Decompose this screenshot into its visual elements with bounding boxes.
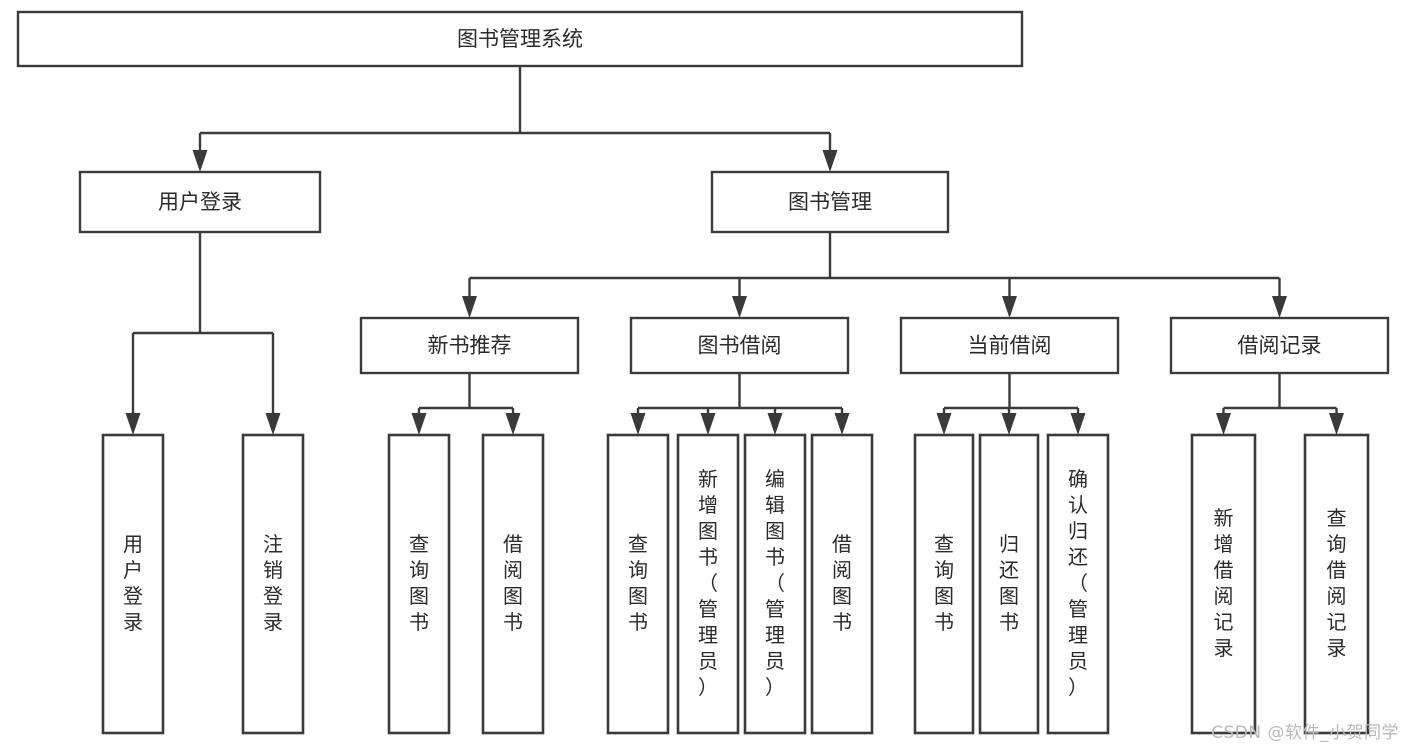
node-box-leaf-query-book-rec[interactable]	[387, 433, 451, 735]
connector-group-book-borrow	[630, 373, 850, 435]
connector-group-new-book-recommend	[411, 373, 521, 435]
arrow-head-icon	[1216, 413, 1231, 435]
node-box-leaf-query-book-borrow[interactable]	[606, 433, 670, 735]
arrow-head-icon	[1070, 413, 1086, 435]
node-box-leaf-query-book-current[interactable]	[913, 433, 975, 735]
arrow-head-icon	[125, 413, 141, 435]
node-label-leaf-query-book-borrow: 查询图书	[628, 532, 648, 634]
node-box-new-book-recommend[interactable]	[359, 316, 580, 375]
arrow-head-icon	[732, 296, 747, 318]
node-label-new-book-recommend: 新书推荐	[428, 334, 512, 358]
node-box-user-login[interactable]	[78, 170, 322, 234]
node-leaf-confirm-return[interactable]: 确认归还（管理员）	[1046, 433, 1110, 735]
nodes-layer: 图书管理系统用户登录图书管理新书推荐图书借阅当前借阅借阅记录用户登录注销登录查询…	[16, 10, 1390, 735]
node-box-leaf-logout[interactable]	[241, 433, 305, 735]
node-new-book-recommend[interactable]: 新书推荐	[359, 316, 580, 375]
node-label-leaf-query-record: 查询借阅记录	[1327, 506, 1347, 660]
node-box-leaf-user-login[interactable]	[101, 433, 165, 735]
node-leaf-logout[interactable]: 注销登录	[241, 433, 305, 735]
csdn-watermark: CSDN @软件_小贺同学	[1211, 723, 1399, 743]
node-leaf-query-book-rec[interactable]: 查询图书	[387, 433, 451, 735]
arrow-head-icon	[505, 413, 521, 435]
node-label-leaf-add-record: 新增借阅记录	[1214, 506, 1234, 660]
node-box-borrow-record[interactable]	[1169, 316, 1390, 375]
node-label-leaf-user-login: 用户登录	[123, 532, 143, 634]
node-label-borrow-record: 借阅记录	[1238, 334, 1322, 358]
node-box-leaf-borrow-book-rec[interactable]	[481, 433, 545, 735]
node-label-leaf-query-book-rec: 查询图书	[409, 532, 429, 634]
arrow-head-icon	[1329, 413, 1344, 435]
node-box-leaf-borrow-book[interactable]	[810, 433, 874, 735]
arrow-head-icon	[767, 413, 783, 435]
node-book-management[interactable]: 图书管理	[710, 170, 950, 234]
arrow-head-icon	[192, 150, 208, 172]
node-box-leaf-query-record[interactable]	[1303, 433, 1370, 735]
node-leaf-query-book-current[interactable]: 查询图书	[913, 433, 975, 735]
connector-group-root	[192, 66, 838, 172]
node-leaf-return-book[interactable]: 归还图书	[978, 433, 1040, 735]
node-box-book-management[interactable]	[710, 170, 950, 234]
node-leaf-edit-book[interactable]: 编辑图书（管理员）	[743, 433, 807, 735]
node-leaf-query-book-borrow[interactable]: 查询图书	[606, 433, 670, 735]
node-leaf-user-login[interactable]: 用户登录	[101, 433, 165, 735]
node-label-leaf-return-book: 归还图书	[999, 532, 1019, 634]
arrow-head-icon	[700, 413, 716, 435]
node-label-leaf-query-book-current: 查询图书	[934, 532, 954, 634]
arrow-head-icon	[265, 413, 281, 435]
arrow-head-icon	[1001, 413, 1017, 435]
node-box-leaf-add-record[interactable]	[1190, 433, 1257, 735]
node-leaf-borrow-book-rec[interactable]: 借阅图书	[481, 433, 545, 735]
node-box-current-borrow[interactable]	[899, 316, 1120, 375]
connector-group-user-login	[125, 232, 281, 435]
arrow-head-icon	[834, 413, 850, 435]
node-box-leaf-edit-book[interactable]	[743, 433, 807, 735]
arrow-head-icon	[1002, 296, 1017, 318]
node-leaf-add-book[interactable]: 新增图书（管理员）	[676, 433, 740, 735]
node-leaf-add-record[interactable]: 新增借阅记录	[1190, 433, 1257, 735]
node-label-leaf-edit-book: 编辑图书（管理员）	[765, 467, 785, 699]
arrow-head-icon	[1272, 296, 1287, 318]
node-box-leaf-return-book[interactable]	[978, 433, 1040, 735]
node-label-user-login: 用户登录	[158, 190, 242, 214]
node-box-leaf-confirm-return[interactable]	[1046, 433, 1110, 735]
node-box-root[interactable]	[16, 10, 1024, 68]
node-label-root: 图书管理系统	[457, 27, 583, 51]
node-label-leaf-add-book: 新增图书（管理员）	[698, 467, 718, 699]
arrow-head-icon	[630, 413, 646, 435]
node-user-login[interactable]: 用户登录	[78, 170, 322, 234]
node-label-leaf-borrow-book: 借阅图书	[832, 532, 852, 634]
node-label-leaf-borrow-book-rec: 借阅图书	[503, 532, 523, 634]
arrow-head-icon	[411, 413, 427, 435]
node-borrow-record[interactable]: 借阅记录	[1169, 316, 1390, 375]
edges-layer	[125, 66, 1344, 435]
node-label-book-management: 图书管理	[788, 190, 872, 214]
node-leaf-query-record[interactable]: 查询借阅记录	[1303, 433, 1370, 735]
arrow-head-icon	[822, 150, 838, 172]
node-label-leaf-confirm-return: 确认归还（管理员）	[1068, 467, 1088, 699]
node-leaf-borrow-book[interactable]: 借阅图书	[810, 433, 874, 735]
node-label-leaf-logout: 注销登录	[263, 532, 283, 634]
node-root[interactable]: 图书管理系统	[16, 10, 1024, 68]
connector-group-book-management	[462, 232, 1287, 318]
node-box-leaf-add-book[interactable]	[676, 433, 740, 735]
connector-group-borrow-record	[1216, 373, 1344, 435]
connector-group-current-borrow	[936, 373, 1086, 435]
arrow-head-icon	[936, 413, 952, 435]
node-label-book-borrow: 图书借阅	[698, 334, 782, 358]
node-box-book-borrow[interactable]	[629, 316, 850, 375]
node-current-borrow[interactable]: 当前借阅	[899, 316, 1120, 375]
node-book-borrow[interactable]: 图书借阅	[629, 316, 850, 375]
node-label-current-borrow: 当前借阅	[968, 334, 1052, 358]
arrow-head-icon	[462, 296, 477, 318]
